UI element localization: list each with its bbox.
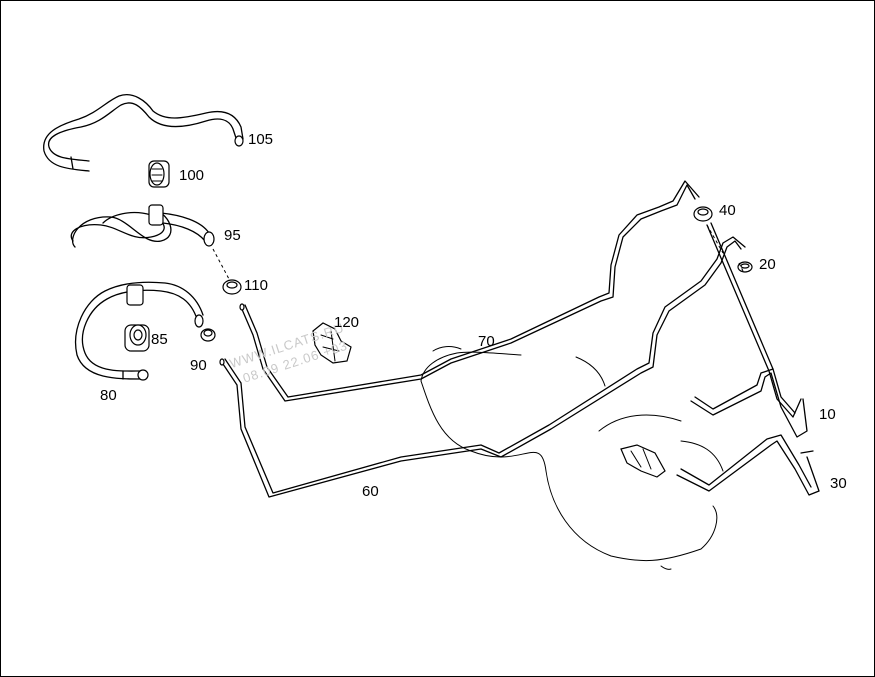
line-10[interactable] xyxy=(690,222,808,438)
label-60[interactable]: 60 xyxy=(362,483,379,500)
label-95[interactable]: 95 xyxy=(224,227,241,244)
label-40[interactable]: 40 xyxy=(719,202,736,219)
clamp-90[interactable] xyxy=(200,328,216,342)
label-20[interactable]: 20 xyxy=(759,256,776,273)
floor-fitting xyxy=(620,444,666,478)
clamp-40[interactable] xyxy=(693,206,713,222)
label-85[interactable]: 85 xyxy=(151,331,168,348)
bracket-120[interactable] xyxy=(312,322,352,364)
label-105[interactable]: 105 xyxy=(248,131,273,148)
line-30[interactable] xyxy=(676,434,820,496)
label-90[interactable]: 90 xyxy=(190,357,207,374)
label-30[interactable]: 30 xyxy=(830,475,847,492)
hose-80[interactable] xyxy=(75,281,204,381)
sleeve-100[interactable] xyxy=(148,160,170,188)
hose-105[interactable] xyxy=(43,94,244,172)
label-120[interactable]: 120 xyxy=(334,314,359,331)
label-100[interactable]: 100 xyxy=(179,167,204,184)
label-110[interactable]: 110 xyxy=(244,277,268,294)
line-70[interactable] xyxy=(239,180,700,402)
vehicle-floor-outline xyxy=(420,346,724,570)
leader-lines xyxy=(706,224,744,272)
clamp-110[interactable] xyxy=(212,248,242,295)
label-10[interactable]: 10 xyxy=(819,406,836,423)
clamp-20[interactable] xyxy=(737,261,753,273)
label-80[interactable]: 80 xyxy=(100,387,117,404)
sleeve-85[interactable] xyxy=(124,324,150,352)
hose-95[interactable] xyxy=(70,204,215,248)
label-70[interactable]: 70 xyxy=(478,333,495,350)
